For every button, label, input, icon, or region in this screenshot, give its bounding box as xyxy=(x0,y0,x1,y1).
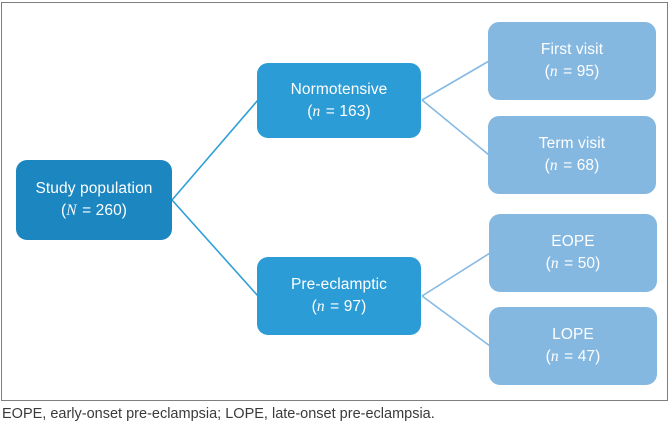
node-study-population: Study population (N = 260) xyxy=(16,160,172,240)
figure-caption: EOPE, early-onset pre-eclampsia; LOPE, l… xyxy=(2,406,435,422)
node-eope: EOPE (n = 50) xyxy=(489,214,657,292)
node-first-visit: First visit (n = 95) xyxy=(488,22,656,100)
edge-normotensive-term-visit xyxy=(421,99,490,156)
node-label: Normotensive xyxy=(290,80,388,98)
node-label: EOPE xyxy=(551,233,595,250)
node-label: Study population xyxy=(35,180,153,197)
node-count: (n = 95) xyxy=(544,63,600,80)
edge-normotensive-first-visit xyxy=(421,60,490,101)
node-preeclamptic: Pre-eclamptic (n = 97) xyxy=(257,257,421,335)
node-label: First visit xyxy=(540,41,604,58)
node-count: (n = 163) xyxy=(307,102,371,120)
node-count: (N = 260) xyxy=(60,202,128,219)
edge-preeclamptic-lope xyxy=(421,295,491,347)
node-count: (n = 47) xyxy=(545,348,601,365)
node-count: (n = 68) xyxy=(544,157,600,174)
edge-preeclamptic-eope xyxy=(421,252,491,297)
node-lope: LOPE (n = 47) xyxy=(489,307,657,385)
edge-root-normotensive xyxy=(171,99,259,201)
edge-root-preeclamptic xyxy=(171,199,259,297)
node-normotensive: Normotensive (n = 163) xyxy=(257,63,421,138)
node-count: (n = 97) xyxy=(311,298,367,315)
node-count: (n = 50) xyxy=(545,255,601,272)
node-label: Term visit xyxy=(538,135,606,152)
node-term-visit: Term visit (n = 68) xyxy=(488,116,656,194)
node-label: LOPE xyxy=(552,326,594,343)
node-label: Pre-eclamptic xyxy=(290,276,388,293)
